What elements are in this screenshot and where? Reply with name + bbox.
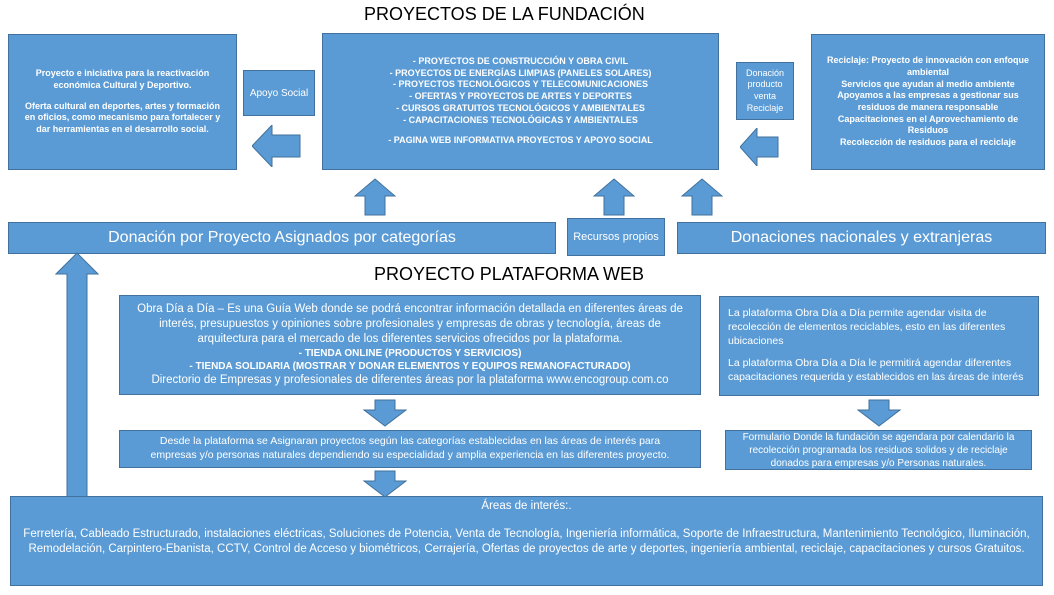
project-assignment-text: Desde la plataforma se Asignaran proyect… [150,435,670,461]
recycling-line: Apoyamos a las empresas a gestionar sus … [837,90,1019,112]
donacion-proyecto-band: Donación por Proyecto Asignados por cate… [8,222,556,254]
foundation-project-item: - PROYECTOS DE ENERGÍAS LIMPIAS (PANELES… [389,67,652,78]
arrow-up-icon [354,178,396,216]
donacion-proyecto-label: Donación por Proyecto Asignados por cate… [108,229,456,246]
arrow-down-icon [363,399,407,427]
arrow-left-icon [252,125,302,167]
foundation-project-item: - PROYECTOS DE CONSTRUCCIÓN Y OBRA CIVIL [412,56,629,67]
recycling-line: Recolección de residuos para el reciclaj… [839,137,1017,148]
recycling-line: Capacitaciones en el Aprovechamiento de … [837,113,1019,136]
recycling-lines: Reciclaje: Proyecto de innovación con en… [824,55,1032,149]
areas-of-interest-box: Áreas de interés:. Ferretería, Cableado … [10,496,1043,586]
arrow-up-icon [681,178,723,216]
cultural-project-box: Proyecto e iniciativa para la reactivaci… [8,34,237,170]
recycling-box: Reciclaje: Proyecto de innovación con en… [811,34,1045,170]
collection-form-box: Formulario Donde la fundación se agendar… [725,430,1032,470]
project-assignment-box: Desde la plataforma se Asignaran proyect… [119,430,701,468]
areas-of-interest-text: Ferretería, Cableado Estructurado, insta… [23,527,1030,555]
title-plataforma: PROYECTO PLATAFORMA WEB [374,264,645,284]
platform-scheduling-text-2: La plataforma Obra Día a Día le permitir… [728,357,1024,383]
donaciones-band: Donaciones nacionales y extranjeras [677,222,1046,254]
apoyo-social-label: Apoyo Social [249,87,309,99]
platform-description-text: Obra Día a Día – Es una Guía Web donde s… [137,303,683,345]
platform-solidary-store: - TIENDA SOLIDARIA (MOSTRAR Y DONAR ELEM… [189,360,631,372]
donaciones-label: Donaciones nacionales y extranjeras [730,229,993,246]
arrow-down-icon [857,399,901,427]
cultural-project-text-1: Proyecto e iniciativa para la reactivaci… [35,68,210,90]
donacion-reciclaje-label: Donación producto venta Reciclaje [745,67,785,113]
platform-description-box: Obra Día a Día – Es una Guía Web donde s… [119,295,701,395]
foundation-project-item: - OFERTAS Y PROYECTOS DE ARTES Y DEPORTE… [409,91,632,102]
areas-of-interest-heading: Áreas de interés:. [481,500,572,512]
foundation-project-item: - CURSOS GRATUITOS TECNOLÓGICOS Y AMBIEN… [396,102,645,113]
platform-scheduling-box: La plataforma Obra Día a Día permite age… [719,296,1039,396]
arrow-left-icon [740,128,780,166]
recycling-line: Reciclaje: Proyecto de innovación con en… [826,55,1030,77]
arrow-down-icon [363,470,407,498]
donacion-reciclaje-box: Donación producto venta Reciclaje [736,62,794,120]
foundation-projects-box: - PROYECTOS DE CONSTRUCCIÓN Y OBRA CIVIL… [322,33,719,170]
arrow-up-icon [55,252,99,510]
foundation-projects-web: - PAGINA WEB INFORMATIVA PROYECTOS Y APO… [388,135,653,146]
title-fundacion: PROYECTOS DE LA FUNDACIÓN [364,4,645,24]
cultural-project-text-2: Oferta cultural en deportes, artes y for… [24,100,221,135]
recursos-propios-label: Recursos propios [573,231,659,243]
foundation-project-item: - CAPACITACIONES TECNOLÓGICAS Y AMBIENTA… [403,114,638,125]
foundation-projects-list: - PROYECTOS DE CONSTRUCCIÓN Y OBRA CIVIL… [323,56,718,126]
apoyo-social-box: Apoyo Social [243,70,315,116]
foundation-project-item: - PROYECTOS TECNOLÓGICOS Y TELECOMUNICAC… [392,79,649,90]
platform-scheduling-text-1: La plataforma Obra Día a Día permite age… [728,307,1006,347]
collection-form-text: Formulario Donde la fundación se agendar… [742,431,1015,469]
arrow-up-icon [593,178,635,216]
recursos-propios-box: Recursos propios [567,218,665,256]
platform-directory: Directorio de Empresas y profesionales d… [151,373,669,386]
platform-online-store: - TIENDA ONLINE (PRODUCTOS Y SERVICIOS) [298,347,522,359]
recycling-line: Servicios que ayudan al medio ambiente [841,78,1015,89]
